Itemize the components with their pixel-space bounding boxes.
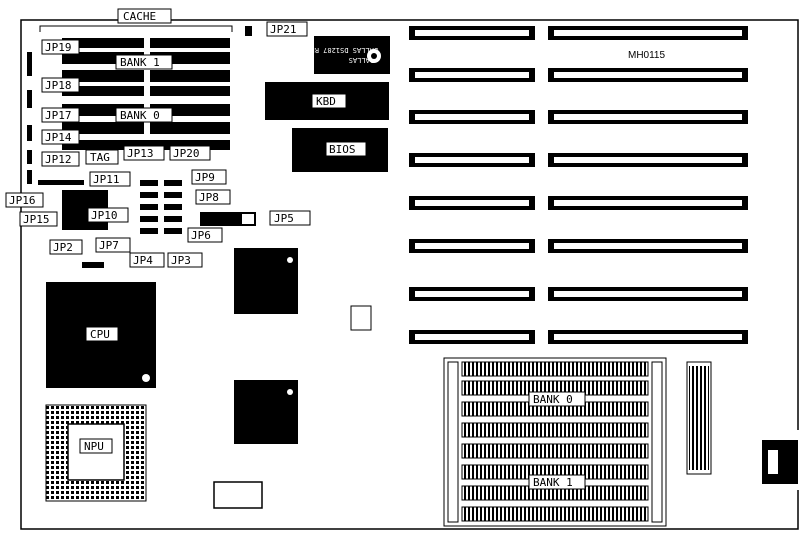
- jp12-label: JP12: [45, 153, 72, 166]
- cache-bank1-label: BANK 1: [120, 56, 160, 69]
- jp20-label: JP20: [173, 147, 200, 160]
- jp21-label: JP21: [270, 23, 297, 36]
- npu-socket: NPU: [45, 404, 147, 502]
- jp17-label: JP17: [45, 109, 72, 122]
- bios-label: BIOS: [329, 143, 356, 156]
- jp9-label: JP9: [195, 171, 215, 184]
- oscillator: [213, 481, 263, 509]
- kbd-label: KBD: [316, 95, 336, 108]
- jumper-cluster: [140, 180, 256, 234]
- dram-simm-area: BANK 0 BANK 1: [443, 357, 667, 527]
- cache-bank1-box: [115, 54, 173, 70]
- jp6-label: JP6: [191, 229, 211, 242]
- jp11-label: JP11: [93, 173, 120, 186]
- jp13-label: JP13: [127, 147, 154, 160]
- svg-text:DALLAS: DALLAS: [349, 56, 374, 64]
- crystal: [350, 305, 372, 331]
- jp3-label: JP3: [171, 254, 191, 267]
- jp16-label: JP16: [9, 194, 36, 207]
- cpu-label: CPU: [90, 328, 110, 341]
- tag-label: TAG: [90, 151, 110, 164]
- dallas-rtc-chip: DALLAS DALLAS DS1287 REAL TIME: [281, 36, 390, 74]
- jp15-label: JP15: [23, 213, 50, 226]
- cache-area: CACHE BANK 1 BANK 0: [39, 8, 233, 150]
- power-connector: [686, 361, 712, 475]
- jumper-labels-middle: JP13 JP20 JP11 JP9 JP8 JP10 JP5 JP6 JP7 …: [87, 145, 311, 268]
- model-id: MH0115: [628, 50, 665, 61]
- jp5-label: JP5: [274, 212, 294, 225]
- cache-bank0-box: [115, 107, 173, 123]
- jp10-label: JP10: [91, 209, 118, 222]
- jp2-label: JP2: [53, 241, 73, 254]
- jp19-label: JP19: [45, 41, 72, 54]
- jp18-label: JP18: [45, 79, 72, 92]
- dram-bank0-label: BANK 0: [533, 393, 573, 406]
- dram-bank1-label: BANK 1: [533, 476, 573, 489]
- cache-label: CACHE: [123, 10, 156, 23]
- expansion-slots: [409, 26, 748, 344]
- jp7-label: JP7: [99, 239, 119, 252]
- bios-chip: BIOS: [292, 128, 388, 172]
- npu-label: NPU: [84, 440, 104, 453]
- keyboard-connector: [762, 440, 798, 484]
- cache-bank0-label: BANK 0: [120, 109, 160, 122]
- jp14-label: JP14: [45, 131, 72, 144]
- cache-label-box: [117, 8, 172, 24]
- left-jumper-blocks: [27, 52, 32, 184]
- jp8-label: JP8: [199, 191, 219, 204]
- jumper-labels-left: JP19 JP18 JP17 JP14 JP12 TAG JP16 JP15 J…: [5, 39, 119, 255]
- kbd-chip: KBD: [265, 82, 389, 120]
- jp4-label: JP4: [133, 254, 153, 267]
- cpu-chip: CPU: [46, 282, 156, 388]
- dallas-label: DALLAS DS1287 REAL TIME: [281, 46, 378, 54]
